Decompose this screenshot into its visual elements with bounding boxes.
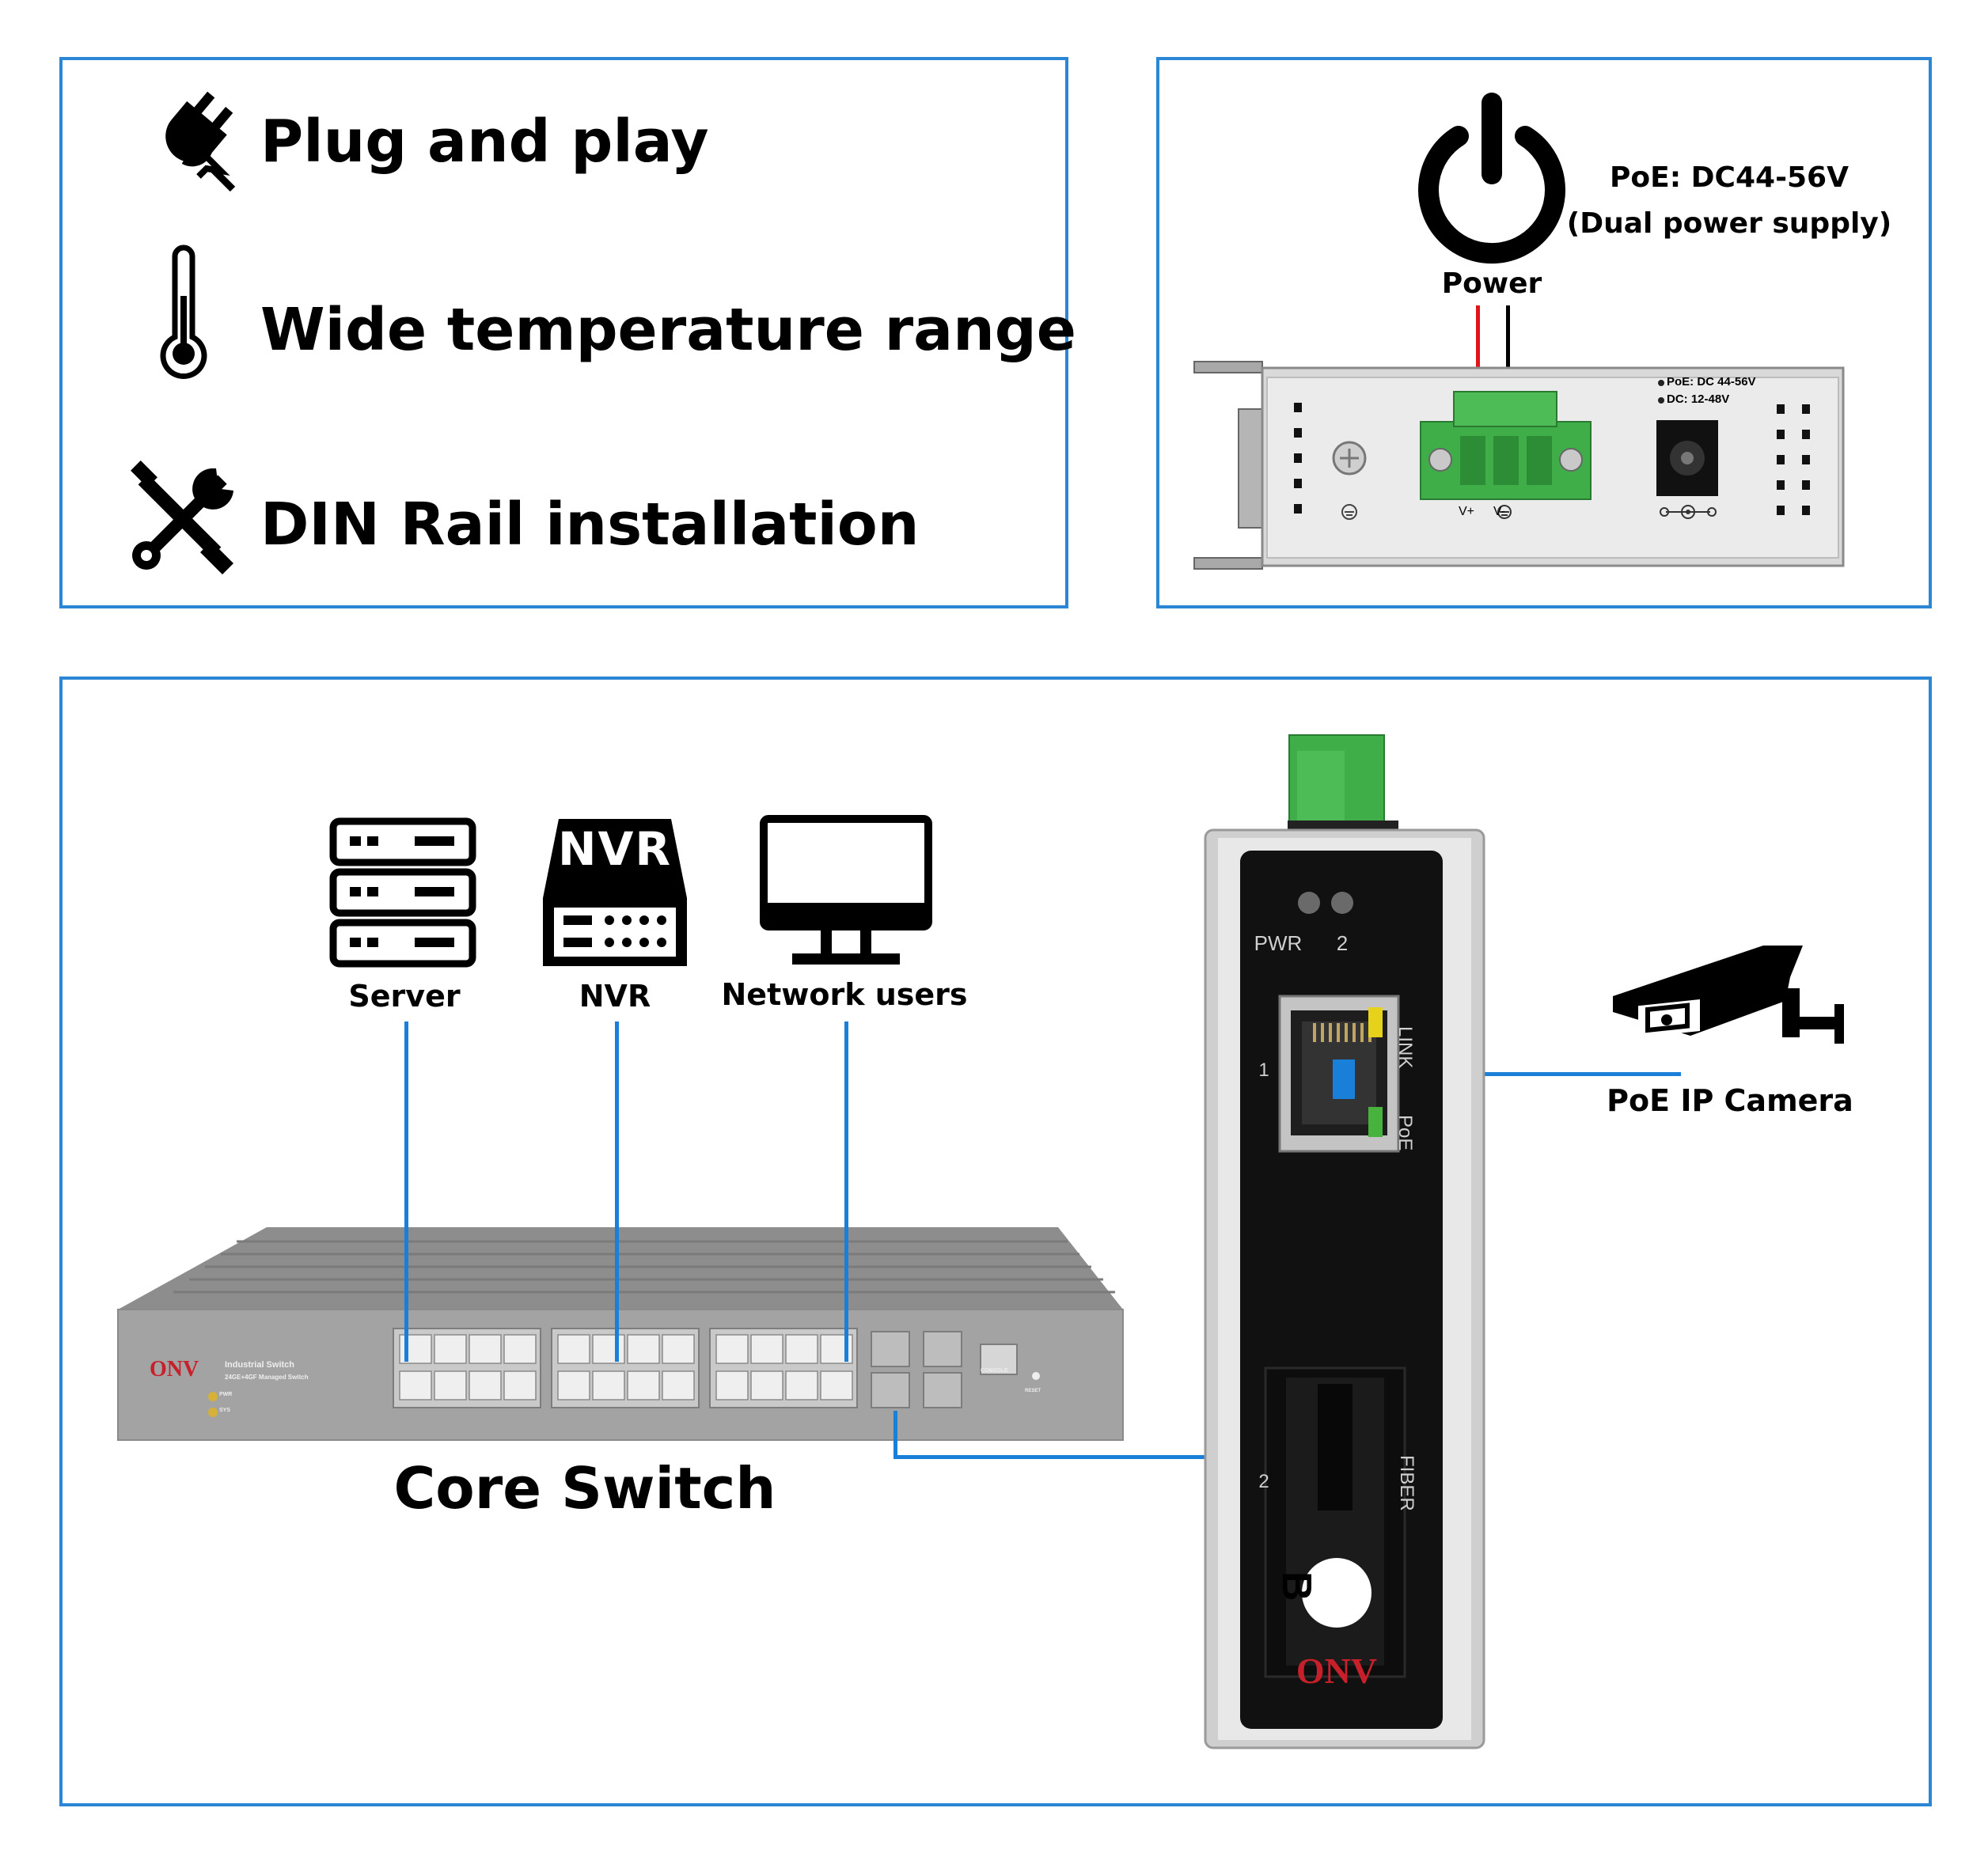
feature-plug-and-play: Plug and play [260,108,709,176]
monitor-icon [760,815,932,965]
nvr-badge: NVR [557,822,673,876]
switch-side-view [1193,361,1845,570]
features-panel: Plug and play Wide temperature range DIN… [59,57,1076,608]
link-fiber-horizontal [893,1455,1410,1459]
application-panel: Server NVR NVR Network users [59,677,1932,1806]
core-switch-label: Core Switch [393,1455,776,1522]
server-icon [329,817,476,968]
terminal-vminus: V- [1493,505,1506,518]
power-icon [1418,93,1565,264]
switch-console-port: CONSOLE [981,1368,1008,1374]
camera-label: PoE IP Camera [1607,1083,1853,1118]
converter-led-2: 2 [1336,931,1349,955]
converter-port-1: 1 [1258,1059,1269,1081]
fiber-badge-b: B [1273,1571,1319,1601]
converter-pwr-led: PWR [1254,931,1303,955]
terminal-vplus: V+ [1459,505,1475,518]
link-nvr [615,1021,619,1362]
switch-title: Industrial Switch [225,1360,295,1370]
power-spec-line2: (Dual power supply) [1566,207,1892,240]
switch-sys-led: SYS [219,1408,231,1413]
converter-link-label: LINK [1394,1026,1416,1069]
thermometer-icon [160,244,207,380]
switch-reset-button: RESET [1025,1389,1041,1393]
media-converter [1204,734,1485,1749]
server-label: Server [348,979,461,1014]
link-camera [1356,1072,1681,1076]
side-dc-label: DC: 12-48V [1667,392,1730,406]
core-switch [117,1227,1124,1441]
switch-pwr-led: PWR [219,1392,233,1397]
link-fiber-vertical [893,1411,897,1458]
converter-fiber-label: FIBER [1396,1455,1417,1511]
converter-port-2: 2 [1258,1471,1269,1492]
nvr-icon [543,819,687,966]
plug-icon [165,91,236,192]
switch-brand: ONV [150,1357,199,1382]
converter-brand: ONV [1296,1651,1378,1691]
power-panel: Power PoE: DC44-56V (Dual power supply) [1156,57,1932,608]
nvr-label: NVR [579,979,651,1014]
switch-subtitle: 24GE+4GF Managed Switch [225,1374,309,1381]
network-users-label: Network users [721,977,968,1012]
tools-icon [131,461,233,574]
power-label: Power [1441,267,1542,300]
feature-din-rail: DIN Rail installation [260,491,920,559]
link-server [404,1021,408,1362]
link-network-users [844,1021,848,1362]
power-spec-line1: PoE: DC44-56V [1610,161,1849,194]
feature-wide-temperature: Wide temperature range [260,296,1076,364]
camera-icon [1613,946,1844,1044]
converter-poe-label: PoE [1394,1115,1416,1151]
side-poe-label: PoE: DC 44-56V [1667,375,1756,388]
